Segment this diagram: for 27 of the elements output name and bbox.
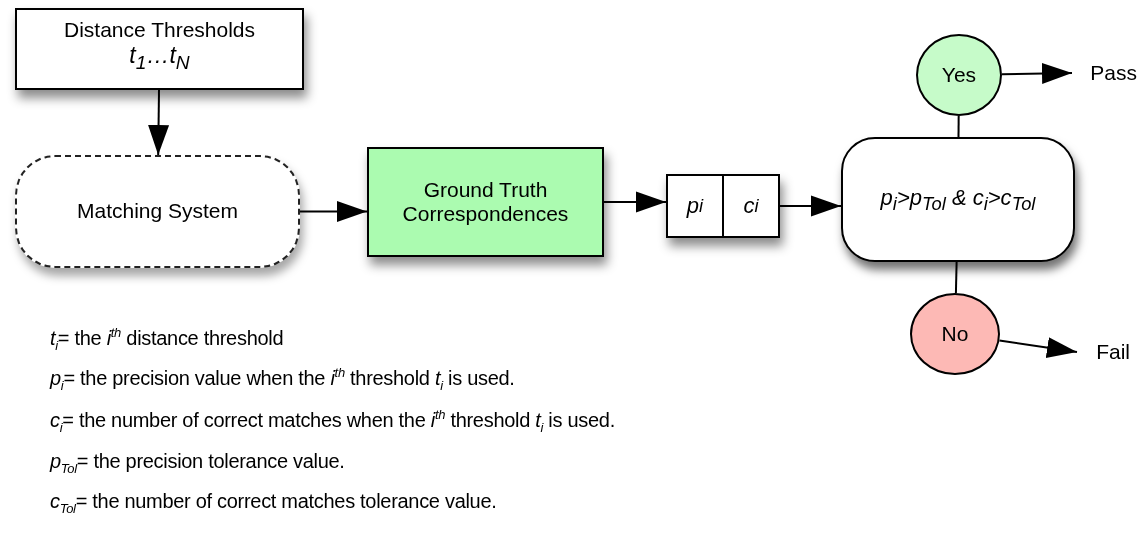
node-label: No [941,321,969,347]
definition-note: p$_{Tol}$= the precision tolerance value. [50,450,345,476]
arrow [603,191,667,213]
outcome-label: Pass [1090,60,1137,86]
decision-box [841,137,1075,262]
arrow [779,195,842,217]
process-box [15,155,300,268]
definition-note: t$_{i}$= the i$^{th}$ distance threshold [50,325,284,353]
node-label: Distance Thresholds [63,18,255,43]
connector-line [957,115,960,138]
definition-note: c$_{Tol}$= the number of correct matches tolerance value. [50,490,497,516]
definition-note: p$_{i}$= the precision value when the i$^{th}$ threshold t$_{i}$ is used. [50,365,515,393]
node-label: Matching System [76,199,239,224]
node-label: Yes [941,62,977,88]
outcome-label: Fail [1096,339,1130,365]
connector-line [954,261,958,294]
definition-note: c$_{i}$= the number of correct matches when the i$^{th}$ threshold t$_{i}$ is used. [50,407,615,435]
arrow [1001,63,1073,85]
threshold-formula: t$_{1}$…t$_{N}$ [129,42,190,74]
arrow [299,201,368,222]
node-label: Ground Truth Correspondences [401,177,570,227]
arrow [998,337,1078,358]
value-pair-box [666,174,780,238]
process-box [367,147,604,257]
node-label: p$_{i}$>p$_{Tol}$ & c$_{i}$>c$_{Tol}$ [880,184,1036,215]
process-box [15,8,304,90]
arrow [148,89,170,156]
